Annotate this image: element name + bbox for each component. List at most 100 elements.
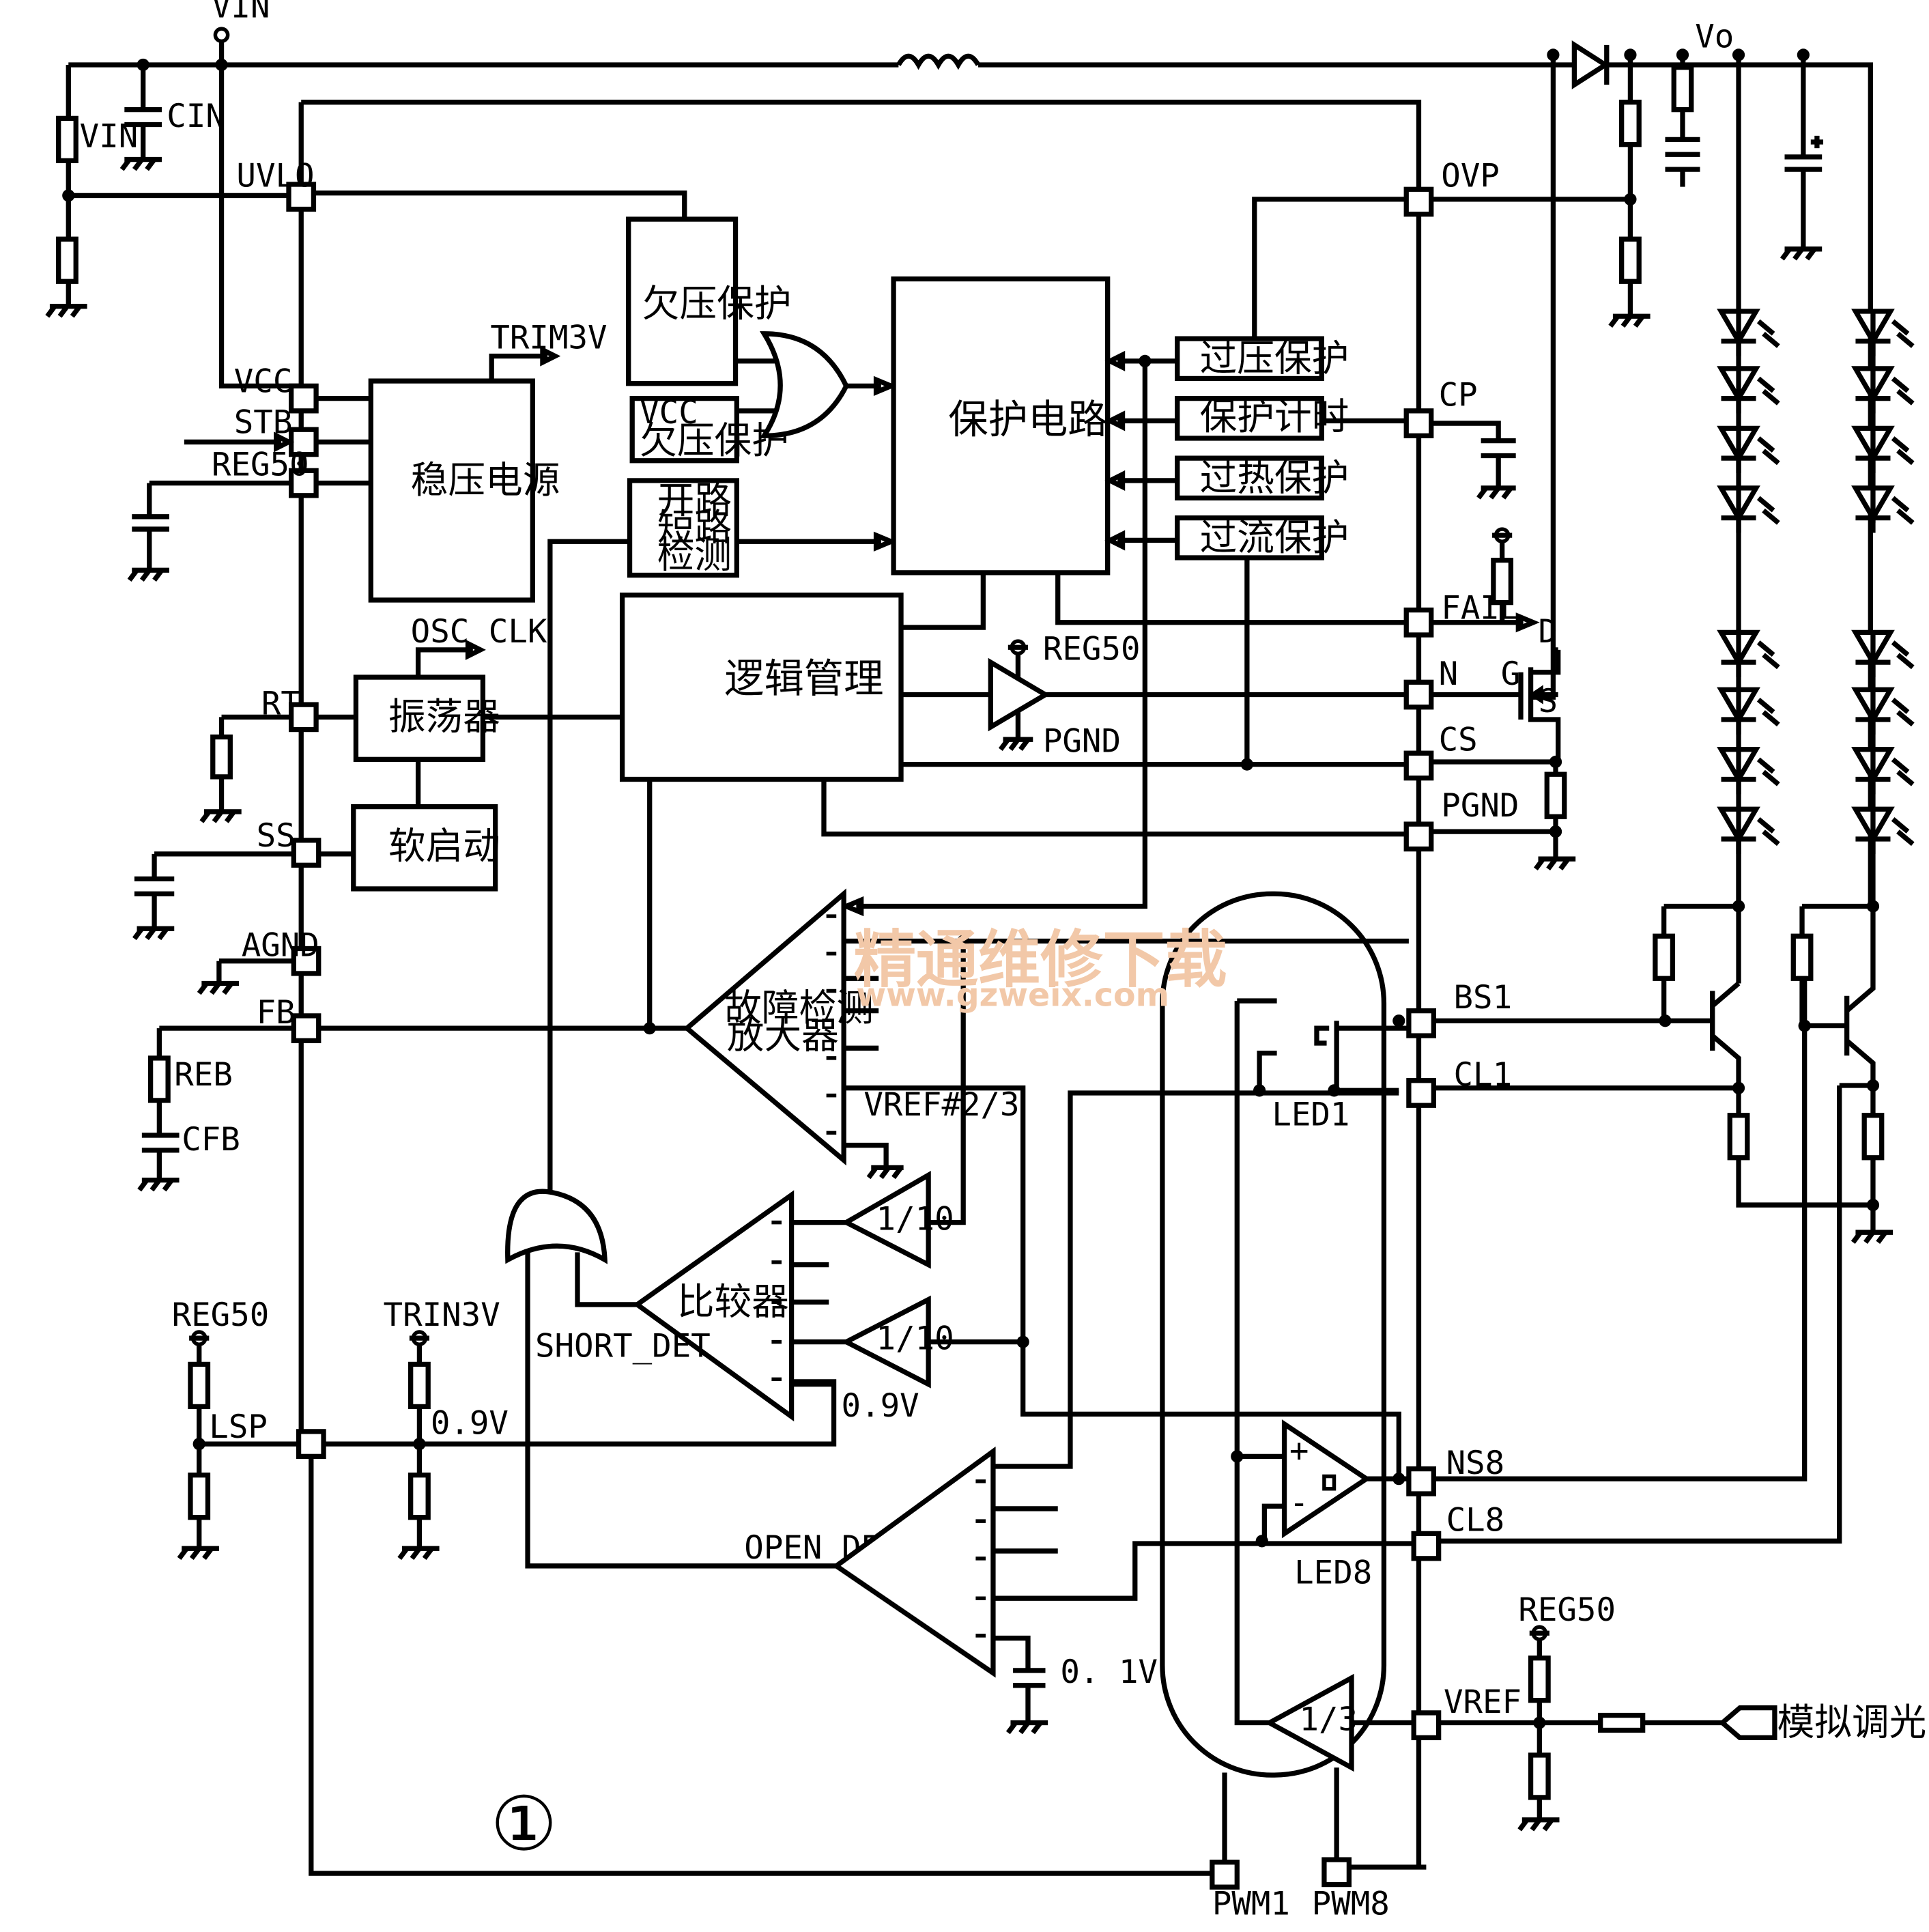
ns8-label: NS8 [1446, 1445, 1505, 1482]
led-array [1717, 309, 1915, 907]
right-pins: OVP CP FAIL N CS PGND BS1 CL1 NS8 [1210, 158, 1842, 1922]
fb-label: FB [257, 994, 296, 1032]
cp-pin [1403, 408, 1434, 438]
reb-label: REB [174, 1056, 233, 1094]
stb-label: STB [234, 404, 293, 442]
protect-circuit-text: 保护电路 [948, 397, 1107, 443]
protect-timer-text: 保护计时 [1200, 395, 1349, 438]
divider-10-a: 1/10 [841, 941, 966, 1269]
over-heat-text: 过热保护 [1200, 456, 1349, 500]
reg50-vref-label: REG50 [1518, 1591, 1616, 1629]
mosfet-d-label: D [1539, 613, 1558, 651]
led-diode [1851, 366, 1915, 414]
led1-label: LED1 [1272, 1096, 1349, 1133]
pwm8-label: PWM8 [1312, 1885, 1390, 1922]
protect-sub-blocks: 过压保护 保护计时 过热保护 过流保护 [840, 197, 1407, 917]
vcc-pin [288, 383, 319, 414]
pwm8-pin [1321, 1857, 1352, 1888]
soft-start-text: 软启动 [388, 824, 500, 868]
ch1-transistor [1653, 900, 1873, 1208]
led-diode [1851, 747, 1915, 795]
mosfet-s-label: S [1539, 683, 1558, 720]
cp-label: CP [1439, 377, 1478, 414]
output-network: Vo [1530, 18, 1824, 700]
vref-label: VREF [1444, 1684, 1521, 1721]
open-short-block: 开路 短路 检测 [547, 478, 898, 1193]
bs1-pin [1406, 1008, 1437, 1038]
led-diode [1717, 485, 1780, 533]
over-current-text: 过流保护 [1200, 515, 1349, 559]
pgnd-pin [1403, 821, 1434, 852]
fault-amp-text1: 故障检测 [724, 986, 874, 1029]
left-pins: UVLO VCC STB REG50 RT SS AGND FB REB [127, 158, 687, 1459]
power-mosfet: D G S [1501, 613, 1576, 870]
oscillator-block: 振荡器 OSC CLK [353, 613, 623, 807]
osc-clk-label: OSC CLK [411, 613, 547, 651]
v01-label: 0. 1V [1060, 1653, 1158, 1691]
cl8-pin [1411, 1531, 1442, 1561]
lsp-label: LSP [209, 1408, 268, 1446]
div10-a-text: 1/10 [876, 1201, 954, 1238]
led-diode [1717, 629, 1780, 678]
analog-dim-text: 模拟调光 [1777, 1701, 1927, 1744]
watermark-url: www.gzweix.com [856, 976, 1169, 1014]
vref-pin [1411, 1710, 1442, 1741]
vcc-uv-line2: 欠压保护 [640, 418, 789, 462]
v09-a-label: 0.9V [431, 1405, 509, 1443]
vref-network: REG50 模拟调光 [1517, 1591, 1927, 1832]
uv-protect-text: 欠压保护 [642, 281, 792, 325]
vin-divider: VIN CIN [45, 64, 299, 318]
logic-text: 逻辑管理 [724, 655, 883, 702]
divider-10-b: 1/10 [840, 1295, 1409, 1481]
led-diode [1851, 629, 1915, 678]
watermark: 精通维修下载 www.gzweix.com [854, 923, 1227, 1014]
trim3v-lsp-label: TRIN3V [384, 1296, 500, 1334]
ch8-transistor [1790, 900, 1894, 1244]
cl8-label: CL8 [1446, 1502, 1505, 1539]
pgnd-label: PGND [1441, 787, 1519, 825]
vo-label: Vo [1695, 18, 1734, 55]
vref-23-label: VREF#2/3 [863, 1086, 1019, 1124]
vcc-label: VCC [234, 363, 293, 400]
uvlo-label: UVLO [236, 158, 314, 195]
open-short-line1: 开路 [657, 478, 732, 522]
ovp-pin [1403, 186, 1434, 217]
bs1-label: BS1 [1454, 979, 1513, 1017]
led-diode [1851, 485, 1915, 533]
logic-block: 逻辑管理 [619, 593, 1407, 1029]
vin-terminal: VIN [212, 0, 299, 389]
led-diode [1851, 687, 1915, 735]
led-diode [1717, 806, 1780, 854]
ovp-label: OVP [1441, 158, 1500, 195]
open-detect-amplifier: 0. 1V [831, 1090, 1414, 1735]
uvlo-pin [286, 182, 317, 212]
uv-protect-block: 欠压保护 [313, 190, 792, 386]
fail-pin [1403, 607, 1434, 638]
opamp-minus: - [1289, 1484, 1309, 1522]
cfb-label: CFB [182, 1121, 240, 1159]
trim3v-label: TRIM3V [490, 319, 607, 357]
agnd-label: AGND [242, 926, 319, 964]
v09-b-label: 0.9V [842, 1387, 919, 1425]
boost-diode [1571, 40, 1610, 89]
comparator-text: 比较器 [677, 1280, 789, 1324]
or-gate-detect: SHORT_DET OPEN_DET [505, 1189, 900, 1569]
led-diode [1851, 309, 1915, 356]
short-det-label: SHORT_DET [535, 1327, 711, 1365]
pgnd-driver-label: PGND [1043, 722, 1121, 760]
fault-amplifier: 故障检测 放大器 VREF#2/3 [683, 888, 1409, 1342]
open-short-line3: 检测 [657, 533, 732, 577]
led-diode [1851, 425, 1915, 474]
mosfet-g-label: G [1501, 655, 1521, 693]
open-short-line2: 短路 [657, 505, 732, 549]
vcc-uv-block: VCC 欠压保护 [629, 394, 789, 464]
n-label: N [1439, 655, 1459, 693]
gate-driver: REG50 PGND [988, 630, 1407, 760]
cl1-pin [1406, 1078, 1437, 1108]
led8-label: LED8 [1294, 1554, 1372, 1591]
soft-start-block: 软启动 [351, 804, 500, 892]
led-diode [1717, 747, 1780, 795]
lsp-pin [296, 1429, 326, 1459]
over-voltage-text: 过压保护 [1200, 336, 1349, 380]
